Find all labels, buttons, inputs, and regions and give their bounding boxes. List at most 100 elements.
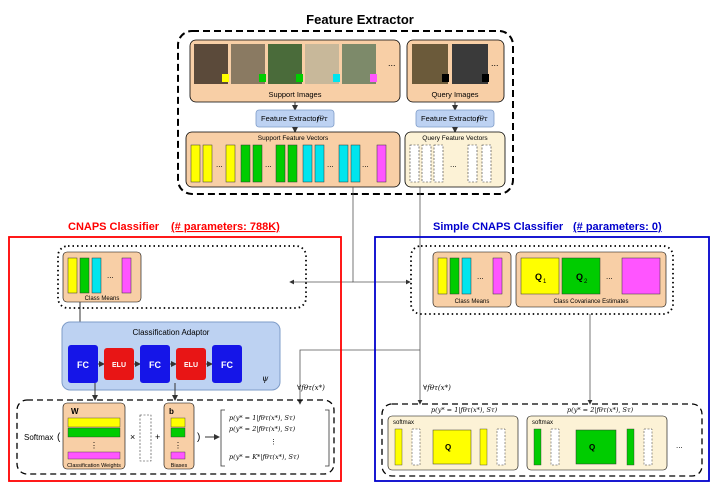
cnaps-means-frame	[57, 245, 307, 309]
query-feature-bar	[433, 144, 444, 183]
close-paren: )	[197, 432, 200, 443]
inverse-covariance	[432, 429, 472, 465]
query-vector	[411, 428, 421, 466]
connector	[352, 187, 411, 285]
feature-bar	[240, 144, 251, 183]
classification-weights-label: Classification Weights	[67, 463, 121, 469]
ellipsis: ...	[477, 272, 484, 281]
q2-sub: 2	[584, 279, 588, 285]
bias-cell	[170, 417, 186, 428]
q-inverse-label: Q	[445, 443, 451, 452]
f-theta-query: fθτ	[476, 115, 488, 123]
times-sign: ×	[130, 432, 135, 442]
prob-2: p(y* = 2|fθτ(x*), Sτ)	[229, 425, 296, 433]
covariance-qk	[621, 257, 661, 295]
feature-bar	[190, 144, 201, 183]
query-feature-vectors-label: Query Feature Vectors	[422, 135, 488, 142]
psi-symbol: ψ	[262, 374, 269, 383]
ellipsis: ...	[606, 272, 613, 281]
mean-bar	[67, 257, 78, 294]
fc-label: FC	[149, 360, 161, 370]
q2-label: Q	[576, 272, 583, 282]
fc-block-3	[212, 345, 242, 383]
elu-block-2	[176, 348, 206, 380]
q1-label: Q	[535, 272, 542, 282]
simple-prob-1: p(y* = 1|fθτ(x*), Sτ)	[431, 406, 498, 414]
support-images-label: Support Images	[269, 90, 322, 99]
ellipsis: ...	[107, 271, 114, 280]
feature-extractor-title: Feature Extractor	[306, 12, 414, 27]
class-covariance-label: Class Covariance Estimates	[553, 299, 628, 305]
query-vector	[139, 414, 152, 462]
feature-bar	[202, 144, 213, 183]
cnaps-title: CNAPS Classifier	[68, 221, 160, 233]
mean-bar	[121, 257, 132, 294]
query-feature-bar	[421, 144, 432, 183]
simple-means-frame	[410, 245, 674, 315]
vdots: ⋮	[174, 441, 182, 450]
forall-left: ∀fθτ(x*)	[297, 384, 325, 392]
open-paren: (	[57, 432, 61, 443]
bias-cell	[170, 427, 186, 438]
q-inverse-label: Q	[589, 443, 595, 452]
feature-bar	[275, 144, 286, 183]
mean-bar	[79, 257, 90, 294]
feature-bar	[376, 144, 387, 183]
mean-bar	[449, 257, 460, 295]
mean-vector	[533, 428, 542, 466]
query-feature-bars: ...	[409, 144, 492, 183]
cnaps-params: (# parameters: 788K)	[171, 221, 280, 233]
query-feature-bar	[409, 144, 420, 183]
mean-bar	[461, 257, 472, 295]
softmax-label: Softmax	[24, 433, 53, 442]
support-feature-bars: ... ... ... ...	[190, 144, 387, 183]
ellipsis: ...	[450, 160, 457, 169]
prob-k: p(y* = K*|fθτ(x*), Sτ)	[229, 453, 300, 461]
fc-block-2	[140, 345, 170, 383]
softmax-label: softmax	[532, 420, 553, 426]
elu-label: ELU	[184, 362, 198, 369]
bias-cell	[170, 451, 186, 460]
query-vector	[643, 428, 653, 466]
fc-block-1	[68, 345, 98, 383]
biases-label: Biases	[171, 463, 188, 469]
covariance-q2	[561, 257, 601, 295]
query-images-label: Query Images	[431, 90, 478, 99]
query-feature-bar	[481, 144, 492, 183]
ellipsis: ...	[216, 160, 223, 169]
cnaps-frame	[8, 236, 342, 482]
weight-row	[67, 427, 121, 438]
weight-row	[67, 417, 121, 428]
b-symbol: b	[169, 407, 174, 416]
query-vector	[550, 428, 560, 466]
left-bracket	[220, 409, 225, 467]
mean-vector	[626, 428, 635, 466]
support-image-thumbnails	[194, 44, 377, 84]
ellipsis: ...	[676, 441, 683, 450]
ellipsis: ...	[362, 160, 369, 169]
feature-bar	[338, 144, 349, 183]
inverse-covariance	[575, 429, 617, 465]
plus-sign: +	[155, 432, 160, 442]
label-tag	[333, 74, 340, 82]
feature-bar	[302, 144, 313, 183]
softmax-label: softmax	[393, 420, 414, 426]
simple-class-means-label: Class Means	[455, 299, 490, 305]
feature-bar	[225, 144, 236, 183]
cnaps-classification-frame	[16, 399, 335, 475]
fc-label: FC	[77, 360, 89, 370]
query-tag	[482, 74, 489, 82]
connector	[297, 349, 420, 405]
simple-title: Simple CNAPS Classifier	[433, 221, 564, 233]
label-tag	[296, 74, 303, 82]
mean-bar	[492, 257, 503, 295]
ellipsis: ...	[327, 160, 334, 169]
mean-vector	[479, 428, 488, 466]
w-symbol: W	[71, 407, 79, 416]
cnaps-class-means-label: Class Means	[85, 296, 120, 302]
elu-block-1	[104, 348, 134, 380]
covariance-q1	[520, 257, 560, 295]
prob-vdots: ⋮	[270, 439, 277, 446]
right-bracket	[325, 409, 330, 467]
